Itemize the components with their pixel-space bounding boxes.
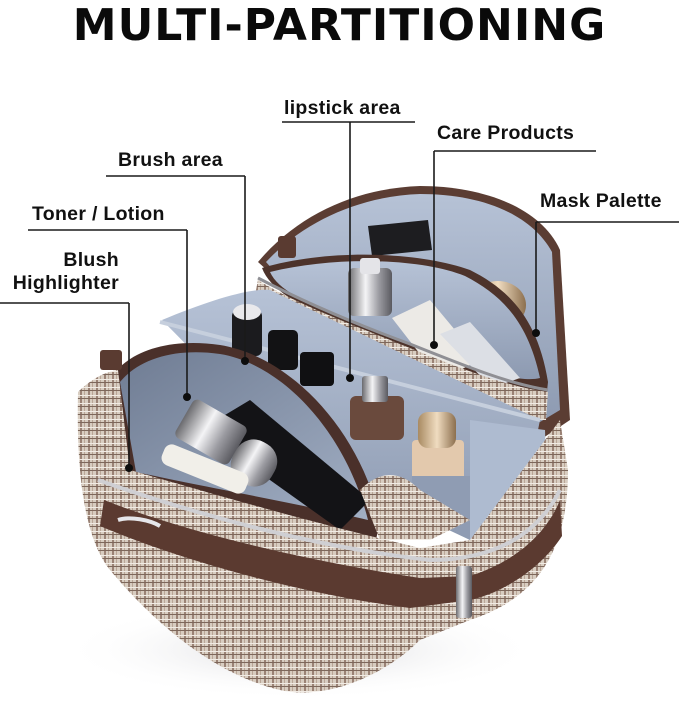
label-mask-palette: Mask Palette — [540, 190, 662, 212]
bag-body — [77, 236, 568, 693]
middle-pouch — [254, 254, 549, 420]
leader-lines — [0, 121, 679, 468]
label-brush-area: Brush area — [118, 149, 223, 171]
label-care-products: Care Products — [437, 122, 575, 144]
label-toner-lotion: Toner / Lotion — [32, 203, 165, 225]
label-highlighter: Highlighter — [12, 272, 119, 294]
divider-compartment — [159, 289, 548, 540]
label-blush: Blush — [63, 249, 119, 271]
leader-dots — [125, 329, 540, 472]
page-title: MULTI-PARTITIONING — [72, 0, 607, 51]
label-lipstick-area: lipstick area — [284, 97, 401, 119]
